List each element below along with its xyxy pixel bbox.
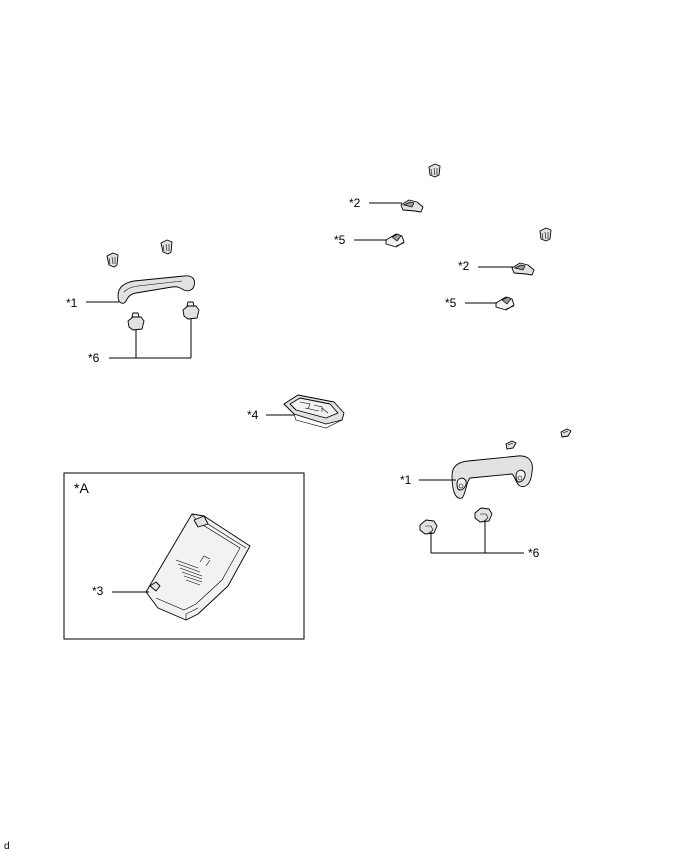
inset-label: *A (74, 480, 89, 496)
mid-cover-1 (495, 296, 515, 311)
callout-5-mid: *5 (445, 296, 457, 310)
map-lamp-assembly (283, 394, 345, 429)
right-grip-cover-2 (474, 507, 493, 523)
callout-4: *4 (247, 408, 259, 422)
mid-clip-1 (539, 227, 552, 242)
top-cover-1 (385, 233, 405, 248)
left-grip-cover-1 (127, 312, 145, 331)
right-grip-cover-1 (419, 519, 438, 535)
callout-2-top: *2 (349, 196, 361, 210)
callout-5-top: *5 (334, 233, 346, 247)
left-clip-2 (160, 239, 173, 255)
left-clip-1 (106, 252, 119, 268)
inset-frame (63, 472, 305, 640)
callout-2-mid: *2 (458, 259, 470, 273)
leader-6-left (109, 318, 192, 359)
top-clip-2 (400, 199, 424, 213)
left-assist-grip (117, 275, 195, 304)
leader-6-right (430, 520, 524, 554)
callout-6-left: *6 (88, 351, 100, 365)
callout-1-right: *1 (400, 473, 412, 487)
right-assist-grip (451, 455, 533, 499)
callout-1-left: *1 (66, 296, 78, 310)
mid-clip-2 (511, 262, 535, 276)
callout-3: *3 (92, 584, 104, 598)
left-grip-cover-2 (182, 301, 200, 320)
right-clip-1 (505, 440, 517, 450)
figure-code: d (4, 841, 10, 852)
right-clip-2 (560, 428, 572, 438)
cover-panel (145, 513, 251, 621)
top-clip-1 (428, 163, 441, 178)
callout-6-right: *6 (528, 546, 540, 560)
